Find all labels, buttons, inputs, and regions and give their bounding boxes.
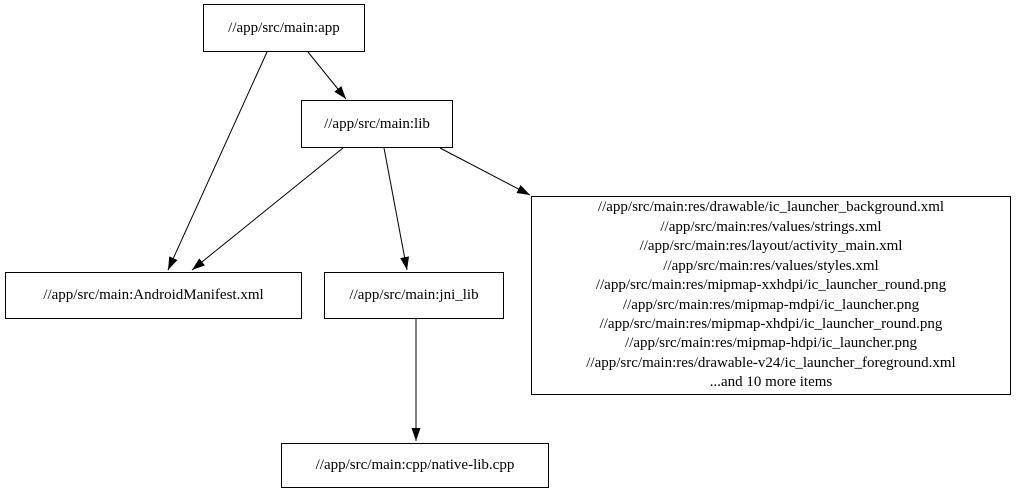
edge-app-to-lib xyxy=(307,51,347,100)
edge-app-to-android-manifest xyxy=(167,51,268,271)
resource-item: //app/src/main:res/values/styles.xml xyxy=(663,257,879,274)
node-android-manifest-label: //app/src/main:AndroidManifest.xml xyxy=(43,287,264,303)
node-jni-lib-label: //app/src/main:jni_lib xyxy=(349,287,479,303)
resource-item: //app/src/main:res/layout/activity_main.… xyxy=(639,238,903,255)
node-native-lib-cpp: //app/src/main:cpp/native-lib.cpp xyxy=(281,443,549,488)
edge-lib-to-resources xyxy=(439,147,531,196)
resource-item: //app/src/main:res/mipmap-xxhdpi/ic_laun… xyxy=(595,277,947,294)
node-resources: //app/src/main:res/drawable/ic_launcher_… xyxy=(531,196,1011,395)
node-android-manifest: //app/src/main:AndroidManifest.xml xyxy=(5,272,302,319)
resource-more-items: ...and 10 more items xyxy=(709,374,833,391)
edge-lib-to-android-manifest xyxy=(191,147,344,271)
resource-item: //app/src/main:res/drawable/ic_launcher_… xyxy=(597,199,945,216)
node-lib: //app/src/main:lib xyxy=(301,100,453,148)
node-lib-label: //app/src/main:lib xyxy=(324,115,430,132)
resource-item: //app/src/main:res/mipmap-mdpi/ic_launch… xyxy=(622,296,920,313)
node-jni-lib: //app/src/main:jni_lib xyxy=(324,272,504,319)
node-native-lib-cpp-label: //app/src/main:cpp/native-lib.cpp xyxy=(315,457,515,473)
resource-item: //app/src/main:res/mipmap-xhdpi/ic_launc… xyxy=(599,315,943,332)
edge-lib-to-jni-lib xyxy=(383,147,410,271)
node-app: //app/src/main:app xyxy=(203,4,365,52)
resource-item: //app/src/main:res/mipmap-hdpi/ic_launch… xyxy=(624,335,917,352)
resource-item: //app/src/main:res/values/strings.xml xyxy=(660,218,882,235)
resource-item: //app/src/main:res/drawable-v24/ic_launc… xyxy=(586,354,956,371)
node-app-label: //app/src/main:app xyxy=(228,19,340,36)
